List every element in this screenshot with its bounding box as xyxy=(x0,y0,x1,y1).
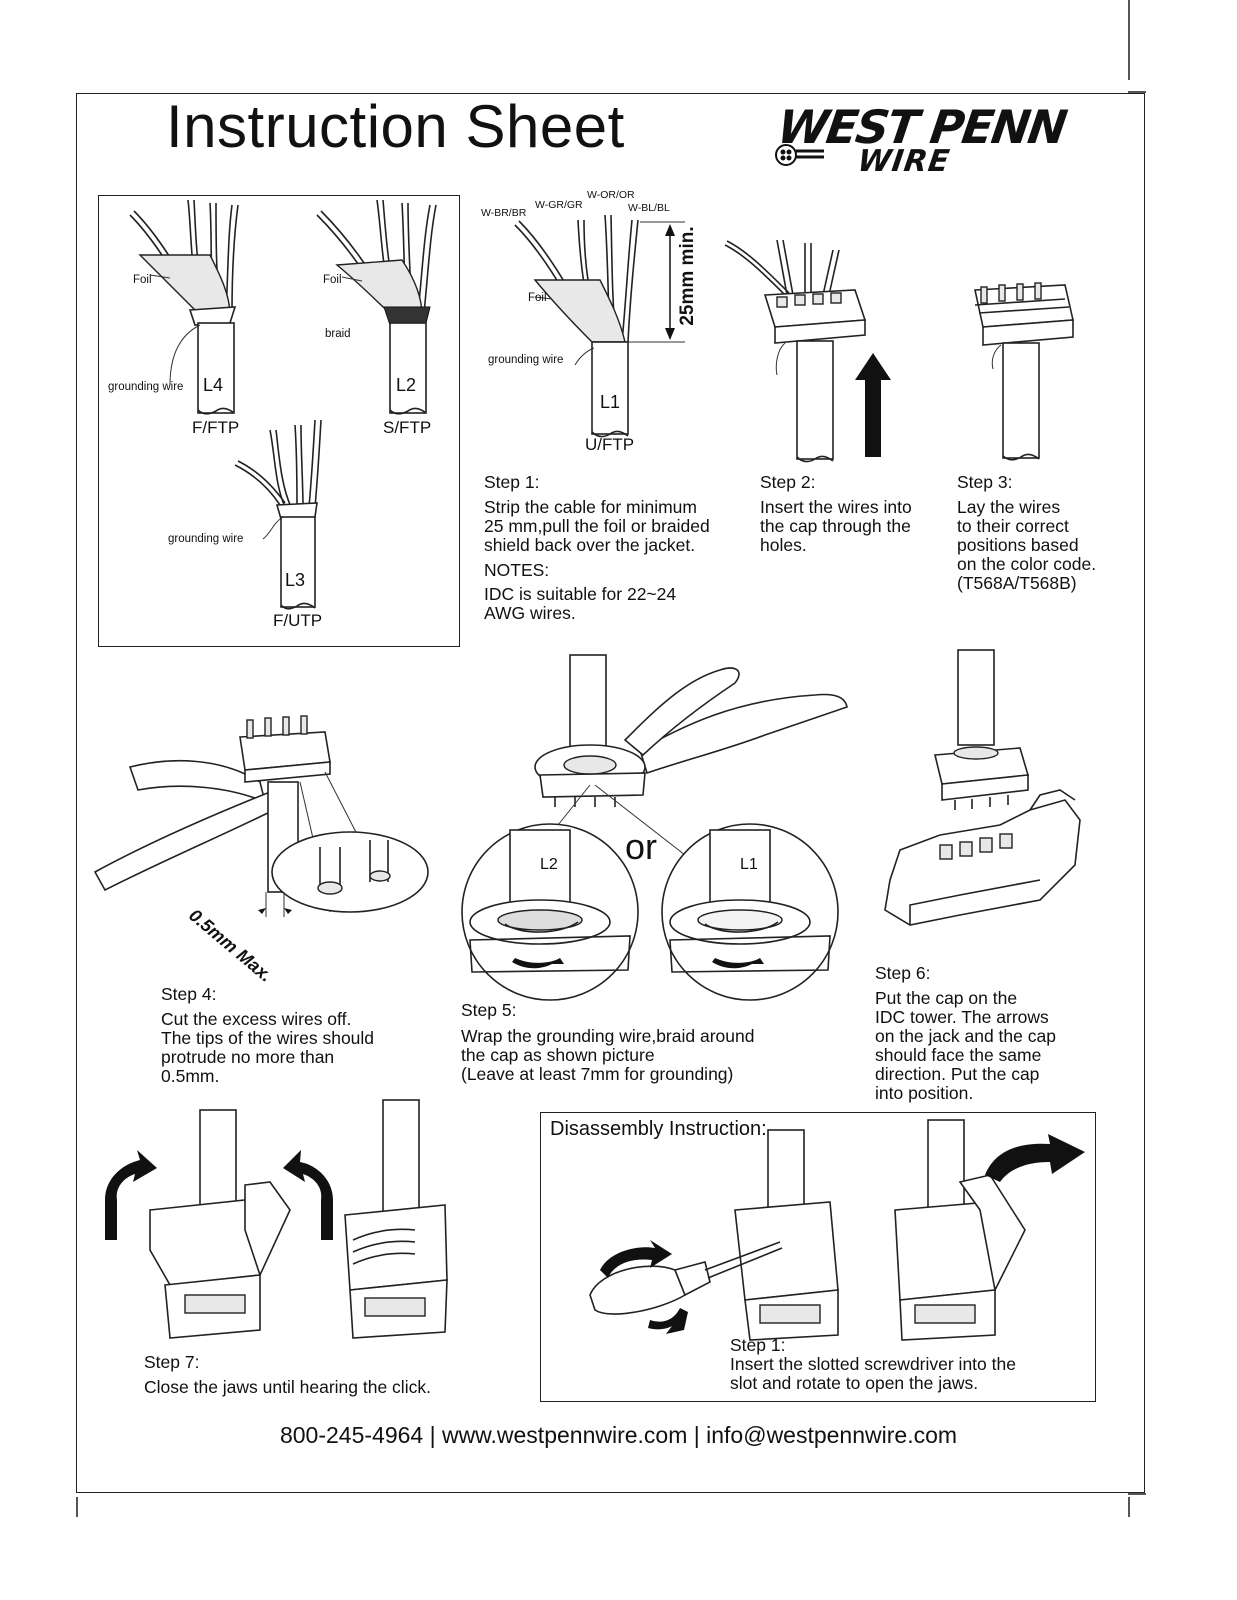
step7-line: Close the jaws until hearing the click. xyxy=(144,1377,431,1397)
step6-line: Put the cap on the xyxy=(875,988,1018,1008)
cable-name-ffftp: F/FTP xyxy=(192,418,240,437)
or-separator: or xyxy=(625,826,658,867)
logo-text-bottom: WIRE xyxy=(855,144,953,179)
step5-detail-l1 xyxy=(661,823,839,1001)
step2-cap-illustration xyxy=(724,239,891,463)
step5-title: Step 5: xyxy=(461,1000,517,1020)
step6-line: on the jack and the cap xyxy=(875,1026,1056,1046)
disassembly-panel xyxy=(540,1112,1096,1402)
step3-cap-illustration xyxy=(974,282,1074,461)
label-grounding-wire: grounding wire xyxy=(168,533,244,545)
disassembly-screwdriver-illustration xyxy=(589,1119,1085,1341)
cable-l3-illustration xyxy=(234,419,322,610)
label-wire-pair: W-OR/OR xyxy=(587,189,635,201)
cable-l2-illustration xyxy=(316,199,437,415)
notes-title: NOTES: xyxy=(484,560,550,580)
step6-line: into position. xyxy=(875,1083,974,1103)
label-wire-pair: W-GR/GR xyxy=(535,199,583,211)
label-foil: Foil xyxy=(528,292,547,304)
step3-title: Step 3: xyxy=(957,472,1013,492)
label-grounding-wire: grounding wire xyxy=(488,354,564,366)
notes-line: IDC is suitable for 22~24 xyxy=(484,584,677,604)
step4-line: protrude no more than xyxy=(161,1047,335,1067)
strip-length-dimension: 25mm min. xyxy=(677,226,698,326)
step5-detail-l2 xyxy=(461,823,639,1001)
step3-line: Lay the wires xyxy=(957,497,1061,517)
step2-line: holes. xyxy=(760,535,807,555)
disassembly-step-title: Step 1: xyxy=(730,1335,786,1355)
step6-line: should face the same xyxy=(875,1045,1042,1065)
cable-code-l4: L4 xyxy=(203,375,224,395)
cable-code-l1: L1 xyxy=(600,392,621,412)
sheet-border xyxy=(76,93,1145,1493)
detail-label-l1: L1 xyxy=(740,856,758,873)
step5-line: the cap as shown picture xyxy=(461,1045,655,1065)
step4-title: Step 4: xyxy=(161,984,217,1004)
crop-mark xyxy=(76,1497,78,1517)
step2-title: Step 2: xyxy=(760,472,816,492)
step6-jack-illustration xyxy=(884,649,1081,926)
cable-name-futp: F/UTP xyxy=(273,611,323,630)
step7-close-jaws-illustration xyxy=(105,1099,448,1339)
label-grounding-wire: grounding wire xyxy=(108,381,184,393)
step4-line: Cut the excess wires off. xyxy=(161,1009,352,1029)
step7-title: Step 7: xyxy=(144,1352,200,1372)
step2-line: the cap through the xyxy=(760,516,911,536)
crop-mark xyxy=(1128,91,1146,93)
step6-line: direction. Put the cap xyxy=(875,1064,1040,1084)
notes-line: AWG wires. xyxy=(484,603,576,623)
step1-line: shield back over the jacket. xyxy=(484,535,696,555)
step4-line: 0.5mm. xyxy=(161,1066,220,1086)
step3-line: positions based xyxy=(957,535,1079,555)
logo-cable-icon xyxy=(775,144,824,166)
crop-mark xyxy=(1128,1493,1146,1495)
brand-logo: WEST PENN WIRE xyxy=(768,100,1108,180)
step1-line: 25 mm,pull the foil or braided xyxy=(484,516,710,536)
step3-line: (T568A/T568B) xyxy=(957,573,1077,593)
step4-cutter-illustration xyxy=(93,715,429,917)
step6-line: IDC tower. The arrows xyxy=(875,1007,1049,1027)
step6-title: Step 6: xyxy=(875,963,931,983)
step1-cable-illustration xyxy=(514,214,685,438)
step3-line: to their correct xyxy=(957,516,1069,536)
step5-crimper-illustration xyxy=(529,654,848,861)
cable-code-l3: L3 xyxy=(285,570,306,590)
detail-label-l2: L2 xyxy=(540,856,558,873)
cable-types-panel xyxy=(98,195,460,647)
label-wire-pair: W-BL/BL xyxy=(628,202,670,214)
label-braid: braid xyxy=(325,328,351,340)
step1-line: Strip the cable for minimum xyxy=(484,497,697,517)
step5-line: Wrap the grounding wire,braid around xyxy=(461,1026,755,1046)
disassembly-line: slot and rotate to open the jaws. xyxy=(730,1373,979,1393)
step1-title: Step 1: xyxy=(484,472,540,492)
step2-line: Insert the wires into xyxy=(760,497,912,517)
footer-contact: 800-245-4964 | www.westpennwire.com | in… xyxy=(279,1422,958,1448)
disassembly-line: Insert the slotted screwdriver into the xyxy=(730,1354,1016,1374)
crop-mark xyxy=(1128,0,1130,80)
step3-line: on the color code. xyxy=(957,554,1097,574)
step4-line: The tips of the wires should xyxy=(161,1028,375,1048)
label-foil: Foil xyxy=(323,274,342,286)
label-wire-pair: W-BR/BR xyxy=(481,207,527,219)
disassembly-title: Disassembly Instruction: xyxy=(550,1118,767,1140)
page-title: Instruction Sheet xyxy=(166,93,625,160)
crop-mark xyxy=(1128,1497,1130,1517)
step5-line: (Leave at least 7mm for grounding) xyxy=(461,1064,734,1084)
label-foil: Foil xyxy=(133,274,152,286)
cable-code-l2: L2 xyxy=(396,375,417,395)
cable-name-sftp: S/FTP xyxy=(383,418,432,437)
cable-l4-illustration xyxy=(129,199,239,415)
cable-name-uftp: U/FTP xyxy=(585,435,635,454)
